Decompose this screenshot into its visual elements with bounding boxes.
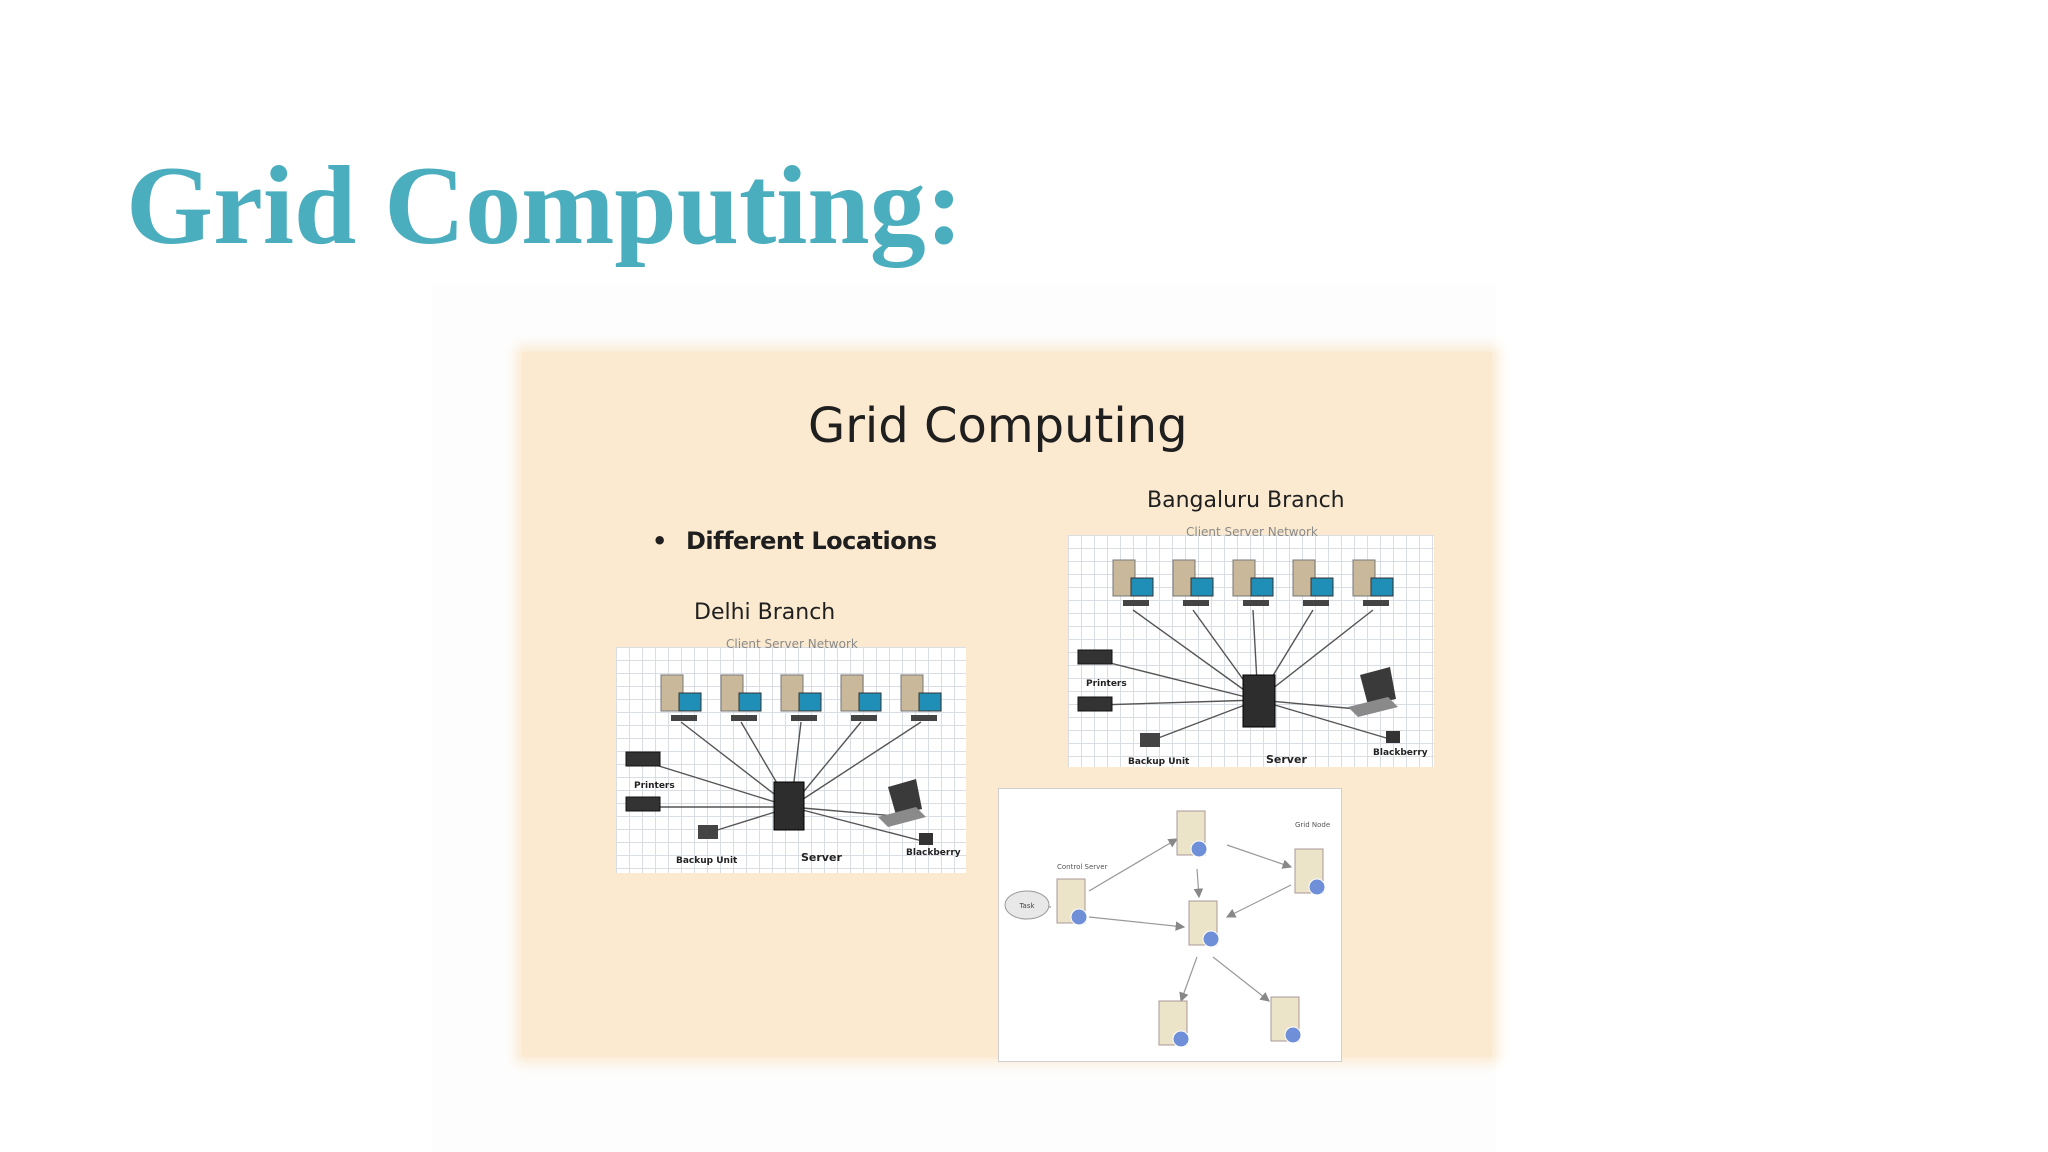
delhi-branch-label: Delhi Branch [694, 600, 836, 625]
bullet-text: Different Locations [686, 527, 937, 555]
client-computer-icon [1112, 559, 1394, 606]
delhi-network-diagram: Client Server Network Printers Backup Un… [616, 637, 966, 873]
grid-topology-diagram: Task Control Server Grid Node [998, 788, 1342, 1062]
grid-node-icon [1158, 1000, 1190, 1048]
blackberry-icon [919, 833, 933, 845]
blackberry-label: Blackberry [906, 848, 961, 858]
bangalore-network-svg: Printers Backup Unit Server Blackberry [1077, 559, 1428, 767]
delhi-network-caption: Client Server Network [726, 637, 858, 651]
grid-node-icon [1176, 810, 1208, 858]
grid-node-icon [1270, 996, 1302, 1044]
laptop-icon [878, 779, 926, 827]
grid-topology-svg: Task Control Server Grid Node [1004, 810, 1330, 1048]
server-label: Server [801, 851, 842, 864]
page-title: Grid Computing: [126, 144, 963, 268]
printer-icon [625, 751, 661, 812]
task-label: Task [1018, 902, 1035, 910]
backup-unit-label: Backup Unit [1128, 757, 1190, 767]
blackberry-icon [1386, 731, 1400, 743]
task-cloud-icon: Task [1004, 890, 1050, 920]
server-label: Server [1266, 753, 1307, 766]
control-server-icon [1056, 878, 1088, 926]
grid-node-label: Grid Node [1295, 821, 1330, 829]
grid-node-icon [1294, 848, 1326, 896]
slide-title: Grid Computing [808, 398, 1188, 454]
backup-unit-icon [698, 825, 718, 839]
bangalore-network-caption: Client Server Network [1186, 525, 1318, 539]
control-server-label: Control Server [1057, 863, 1108, 871]
server-icon [1242, 674, 1276, 728]
client-computer-icon [660, 674, 942, 721]
bullet-icon: • [652, 527, 668, 555]
printers-label: Printers [634, 781, 675, 791]
laptop-icon [1348, 667, 1398, 717]
bangalore-network-diagram: Client Server Network Printers Backup Un… [1068, 525, 1434, 767]
printers-label: Printers [1086, 679, 1127, 689]
delhi-network-svg: Printers Backup Unit Server Blackberry [625, 674, 961, 866]
backup-unit-label: Backup Unit [676, 856, 738, 866]
grid-node-icon [1188, 900, 1220, 948]
printer-icon [1077, 649, 1113, 712]
blackberry-label: Blackberry [1373, 748, 1428, 758]
backup-unit-icon [1140, 733, 1160, 747]
bangalore-branch-label: Bangaluru Branch [1147, 488, 1345, 513]
server-icon [773, 781, 805, 831]
